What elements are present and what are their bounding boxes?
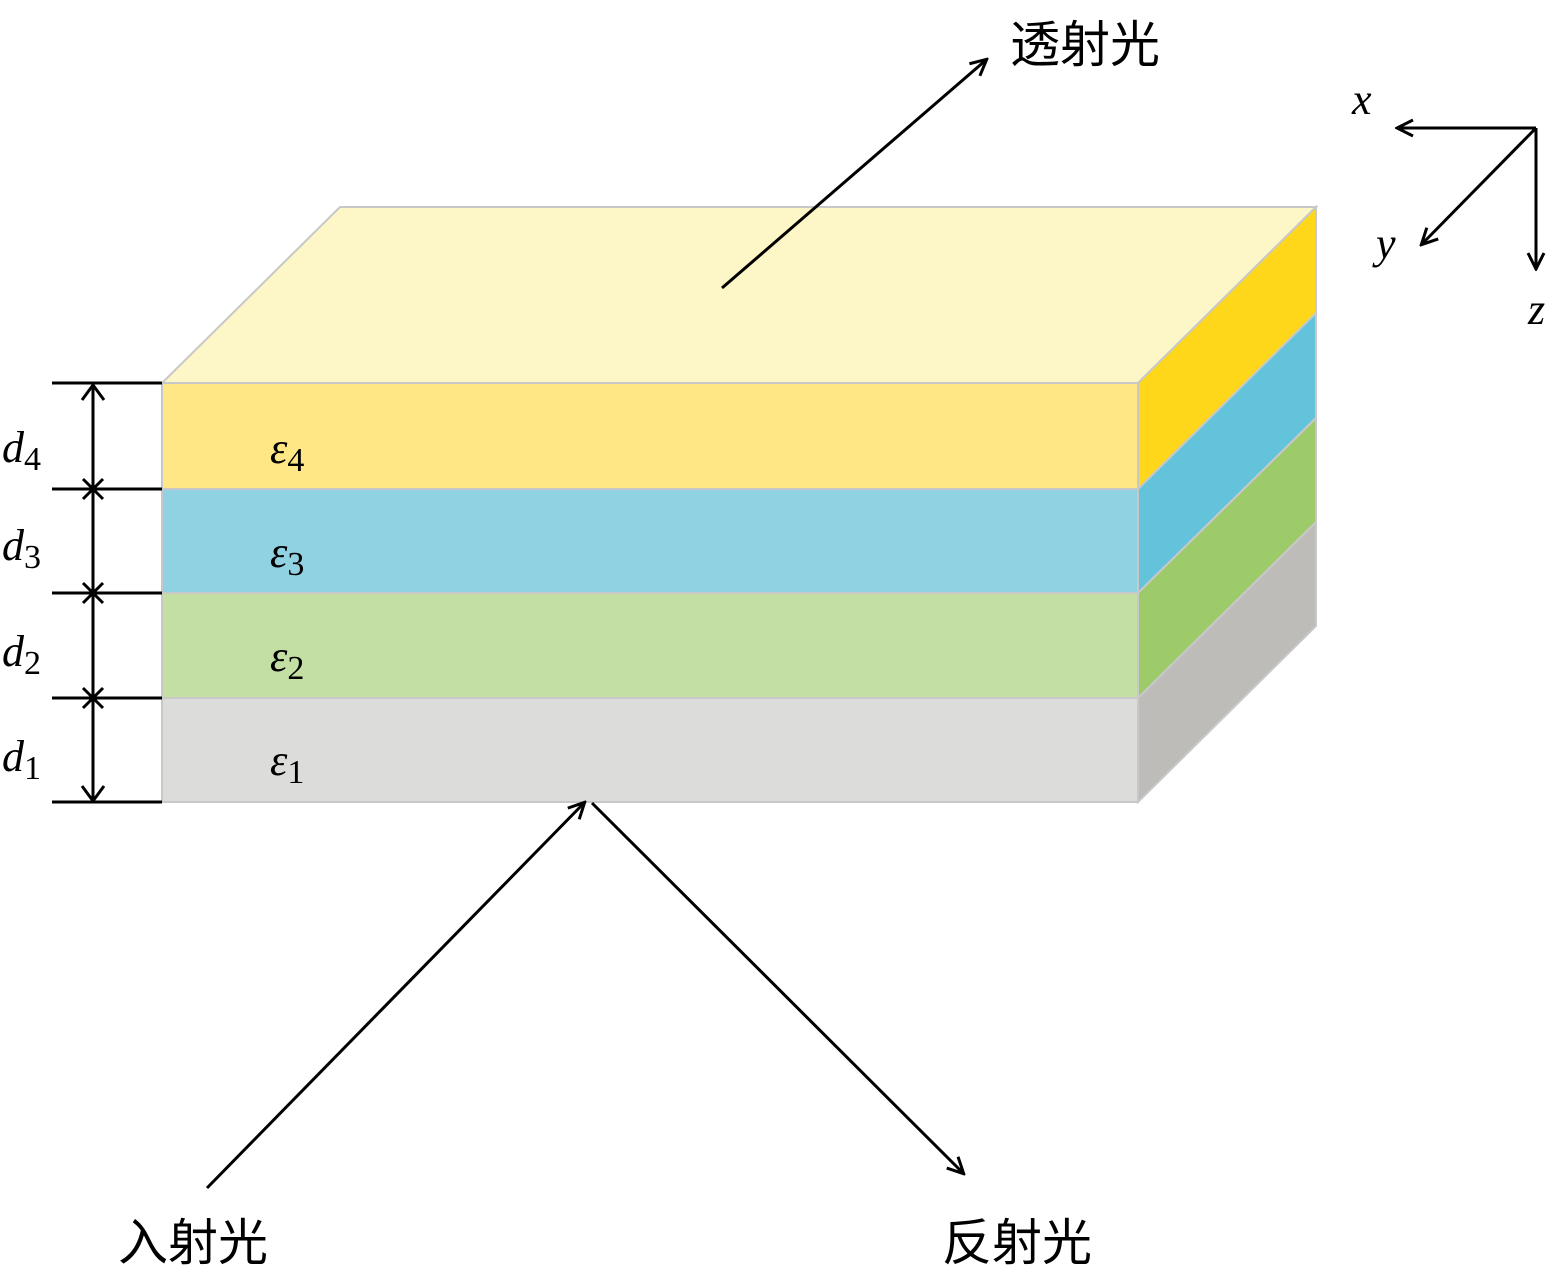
slab-top-face (159, 206, 1319, 384)
epsilon-2-label: ε2 (270, 632, 304, 687)
incident-light-label: 入射光 (118, 1214, 268, 1272)
layer-2-front (161, 592, 1139, 699)
layer-1-front (161, 697, 1139, 803)
epsilon-3-label: ε3 (270, 528, 304, 583)
d2-label: d2 (2, 627, 41, 682)
y-axis-arrow (1422, 126, 1538, 244)
reflected-ray-arrow (590, 801, 963, 1173)
y-axis-label: y (1372, 219, 1396, 268)
epsilon-4-label: ε4 (270, 424, 304, 479)
transmitted-ray-arrow (721, 60, 986, 290)
reflected-light-label: 反射光 (942, 1214, 1092, 1272)
d4-label: d4 (2, 423, 41, 478)
layer-4-front (161, 382, 1139, 490)
layer-3-front (161, 488, 1139, 594)
thickness-dimensions (52, 381, 162, 804)
incident-ray-arrow (205, 803, 584, 1190)
coordinate-axes (1398, 128, 1536, 268)
transmitted-light-label: 透射光 (1010, 16, 1160, 74)
x-axis-label: x (1351, 75, 1372, 124)
d3-label: d3 (2, 521, 41, 576)
epsilon-1-label: ε1 (270, 736, 304, 791)
d1-label: d1 (2, 732, 41, 787)
layer-1-side (1137, 519, 1317, 805)
z-axis-label: z (1527, 285, 1545, 334)
